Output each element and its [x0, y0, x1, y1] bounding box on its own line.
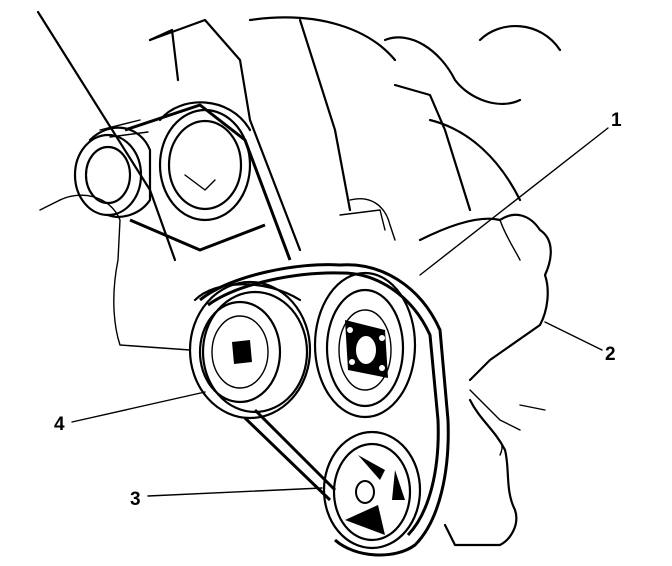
lower-pulley: [322, 430, 422, 550]
leader-line-1: [419, 127, 609, 276]
upper-belt: [124, 103, 292, 261]
upper-large-pulley: [148, 28, 252, 222]
serpentine-belt: [199, 263, 450, 557]
callout-4: 4: [54, 414, 65, 435]
callout-1: 1: [611, 110, 622, 131]
leader-line-2: [544, 321, 603, 351]
leader-line-3: [147, 487, 323, 497]
callout-3: 3: [130, 489, 141, 510]
drive-pulley: [188, 280, 312, 420]
compressor-pulley: [313, 271, 417, 419]
leader-line-4: [71, 391, 206, 423]
upper-idler-pulley: [73, 119, 152, 218]
leader-lines: [71, 127, 609, 497]
callout-2: 2: [605, 344, 616, 365]
compressor-body: [418, 213, 552, 547]
